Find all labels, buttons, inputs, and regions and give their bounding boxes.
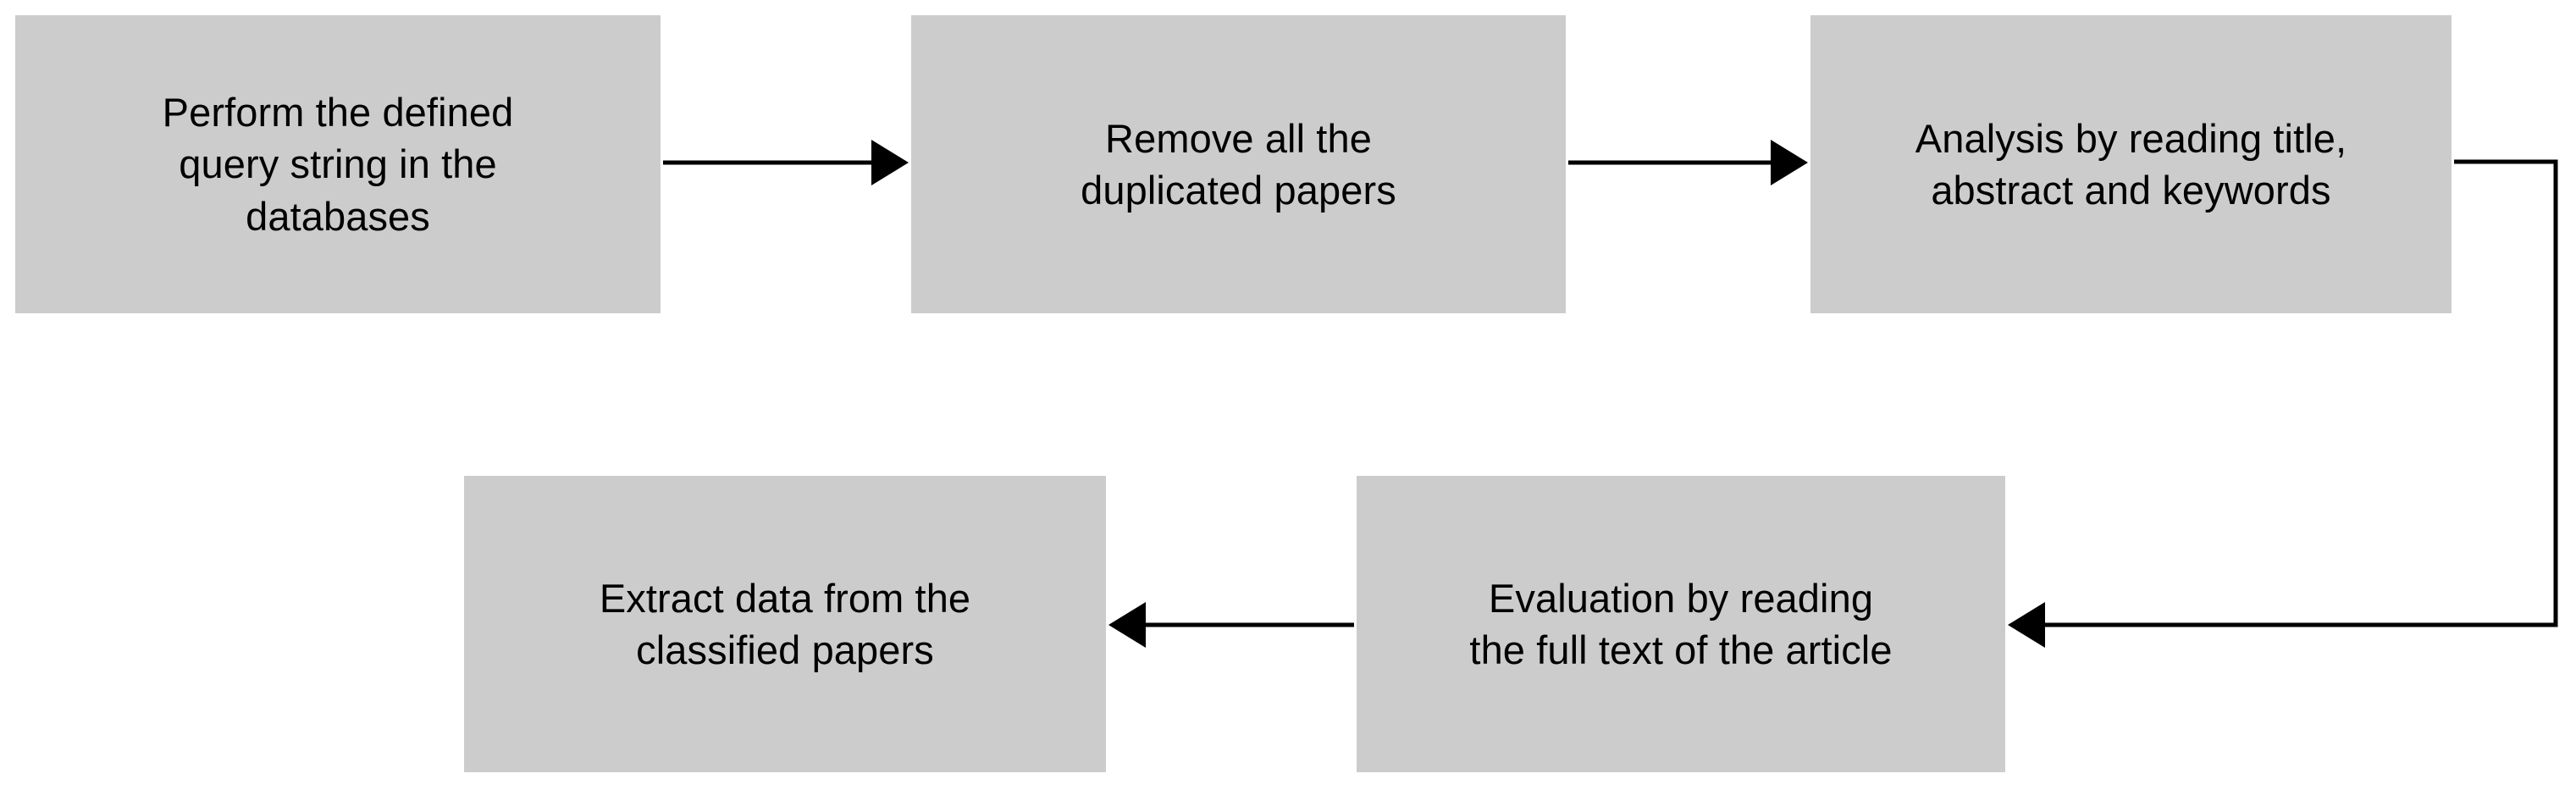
- edge-perform-query-to-remove-duplicates: [663, 140, 909, 185]
- edge-evaluation-to-extract-data: [1108, 602, 1354, 648]
- flow-node-label-analysis-title-abstract-keywords: Analysis by reading title, abstract and …: [1915, 115, 2347, 213]
- edge-3-arrowhead-icon: [2008, 602, 2045, 648]
- edge-remove-duplicates-to-analysis: [1568, 140, 1808, 185]
- flow-node-analysis-title-abstract-keywords[interactable]: Analysis by reading title, abstract and …: [1810, 15, 2452, 313]
- flow-node-label-evaluation-full-text: Evaluation by reading the full text of t…: [1469, 575, 1893, 672]
- flow-node-evaluation-full-text[interactable]: Evaluation by reading the full text of t…: [1357, 476, 2005, 772]
- edge-2-arrowhead-icon: [1771, 140, 1808, 185]
- flow-node-remove-duplicates[interactable]: Remove all the duplicated papers: [911, 15, 1566, 313]
- flow-node-label-extract-data: Extract data from the classified papers: [599, 575, 971, 672]
- flow-node-extract-data[interactable]: Extract data from the classified papers: [464, 476, 1106, 772]
- flow-node-perform-query[interactable]: Perform the defined query string in the …: [15, 15, 661, 313]
- edge-1-arrowhead-icon: [871, 140, 909, 185]
- flow-node-label-perform-query: Perform the defined query string in the …: [162, 90, 514, 239]
- flow-node-label-remove-duplicates: Remove all the duplicated papers: [1081, 115, 1396, 213]
- edge-4-arrowhead-icon: [1108, 602, 1146, 648]
